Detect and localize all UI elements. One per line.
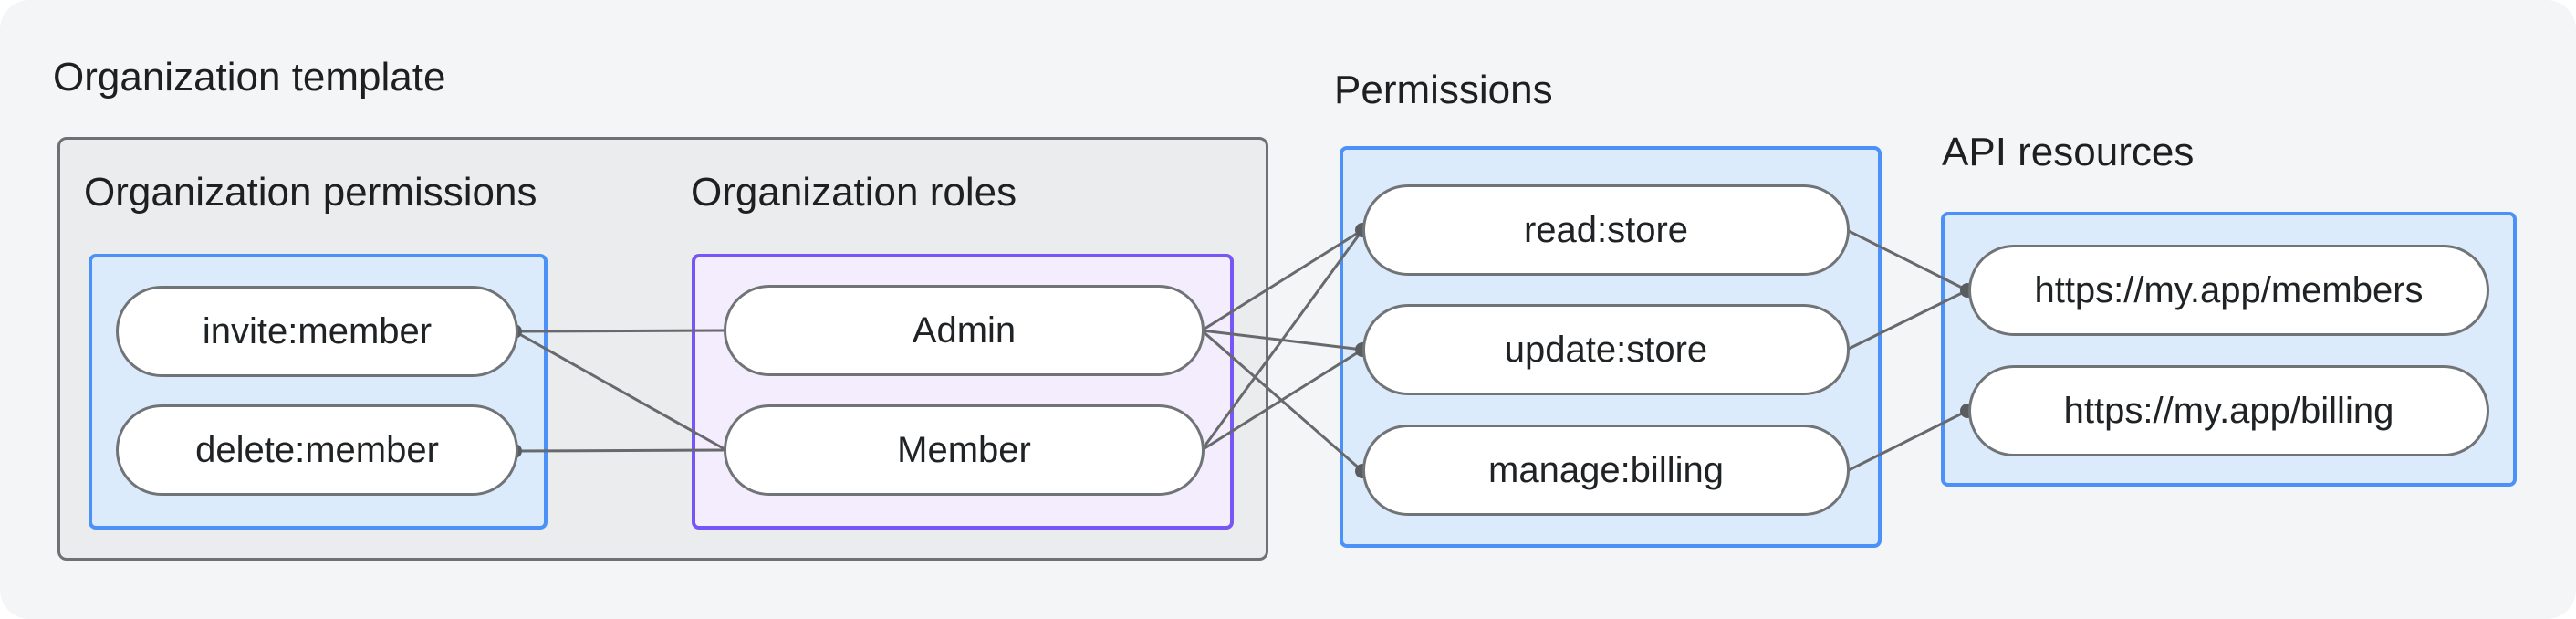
node-members-api-resource: https://my.app/members (1968, 245, 2489, 336)
node-manage-billing: manage:billing (1362, 425, 1850, 516)
org-permissions-label: Organization permissions (84, 170, 537, 215)
edge-invite-member-to-member (514, 330, 727, 452)
edge-update-store-to-members-api (1846, 289, 1968, 351)
api-resources-label: API resources (1942, 130, 2195, 174)
edge-member-to-update-store (1201, 348, 1363, 452)
edge-invite-member-to-admin (514, 329, 727, 333)
node-invite-member: invite:member (116, 286, 518, 377)
permissions-label: Permissions (1334, 68, 1553, 112)
org-roles-label: Organization roles (691, 170, 1017, 215)
edge-delete-member-to-member (514, 448, 727, 453)
node-admin-role: Admin (724, 285, 1205, 376)
org-template-label: Organization template (53, 55, 446, 100)
node-update-store: update:store (1362, 304, 1850, 395)
node-member-role: Member (724, 404, 1205, 496)
edge-manage-billing-to-billing-api (1846, 409, 1968, 473)
edge-member-to-read-store (1200, 229, 1364, 451)
node-read-store: read:store (1362, 184, 1850, 276)
edge-read-store-to-members-api (1846, 228, 1968, 292)
node-billing-api-resource: https://my.app/billing (1968, 365, 2489, 456)
edge-admin-to-read-store (1201, 228, 1363, 332)
node-delete-member: delete:member (116, 404, 518, 496)
